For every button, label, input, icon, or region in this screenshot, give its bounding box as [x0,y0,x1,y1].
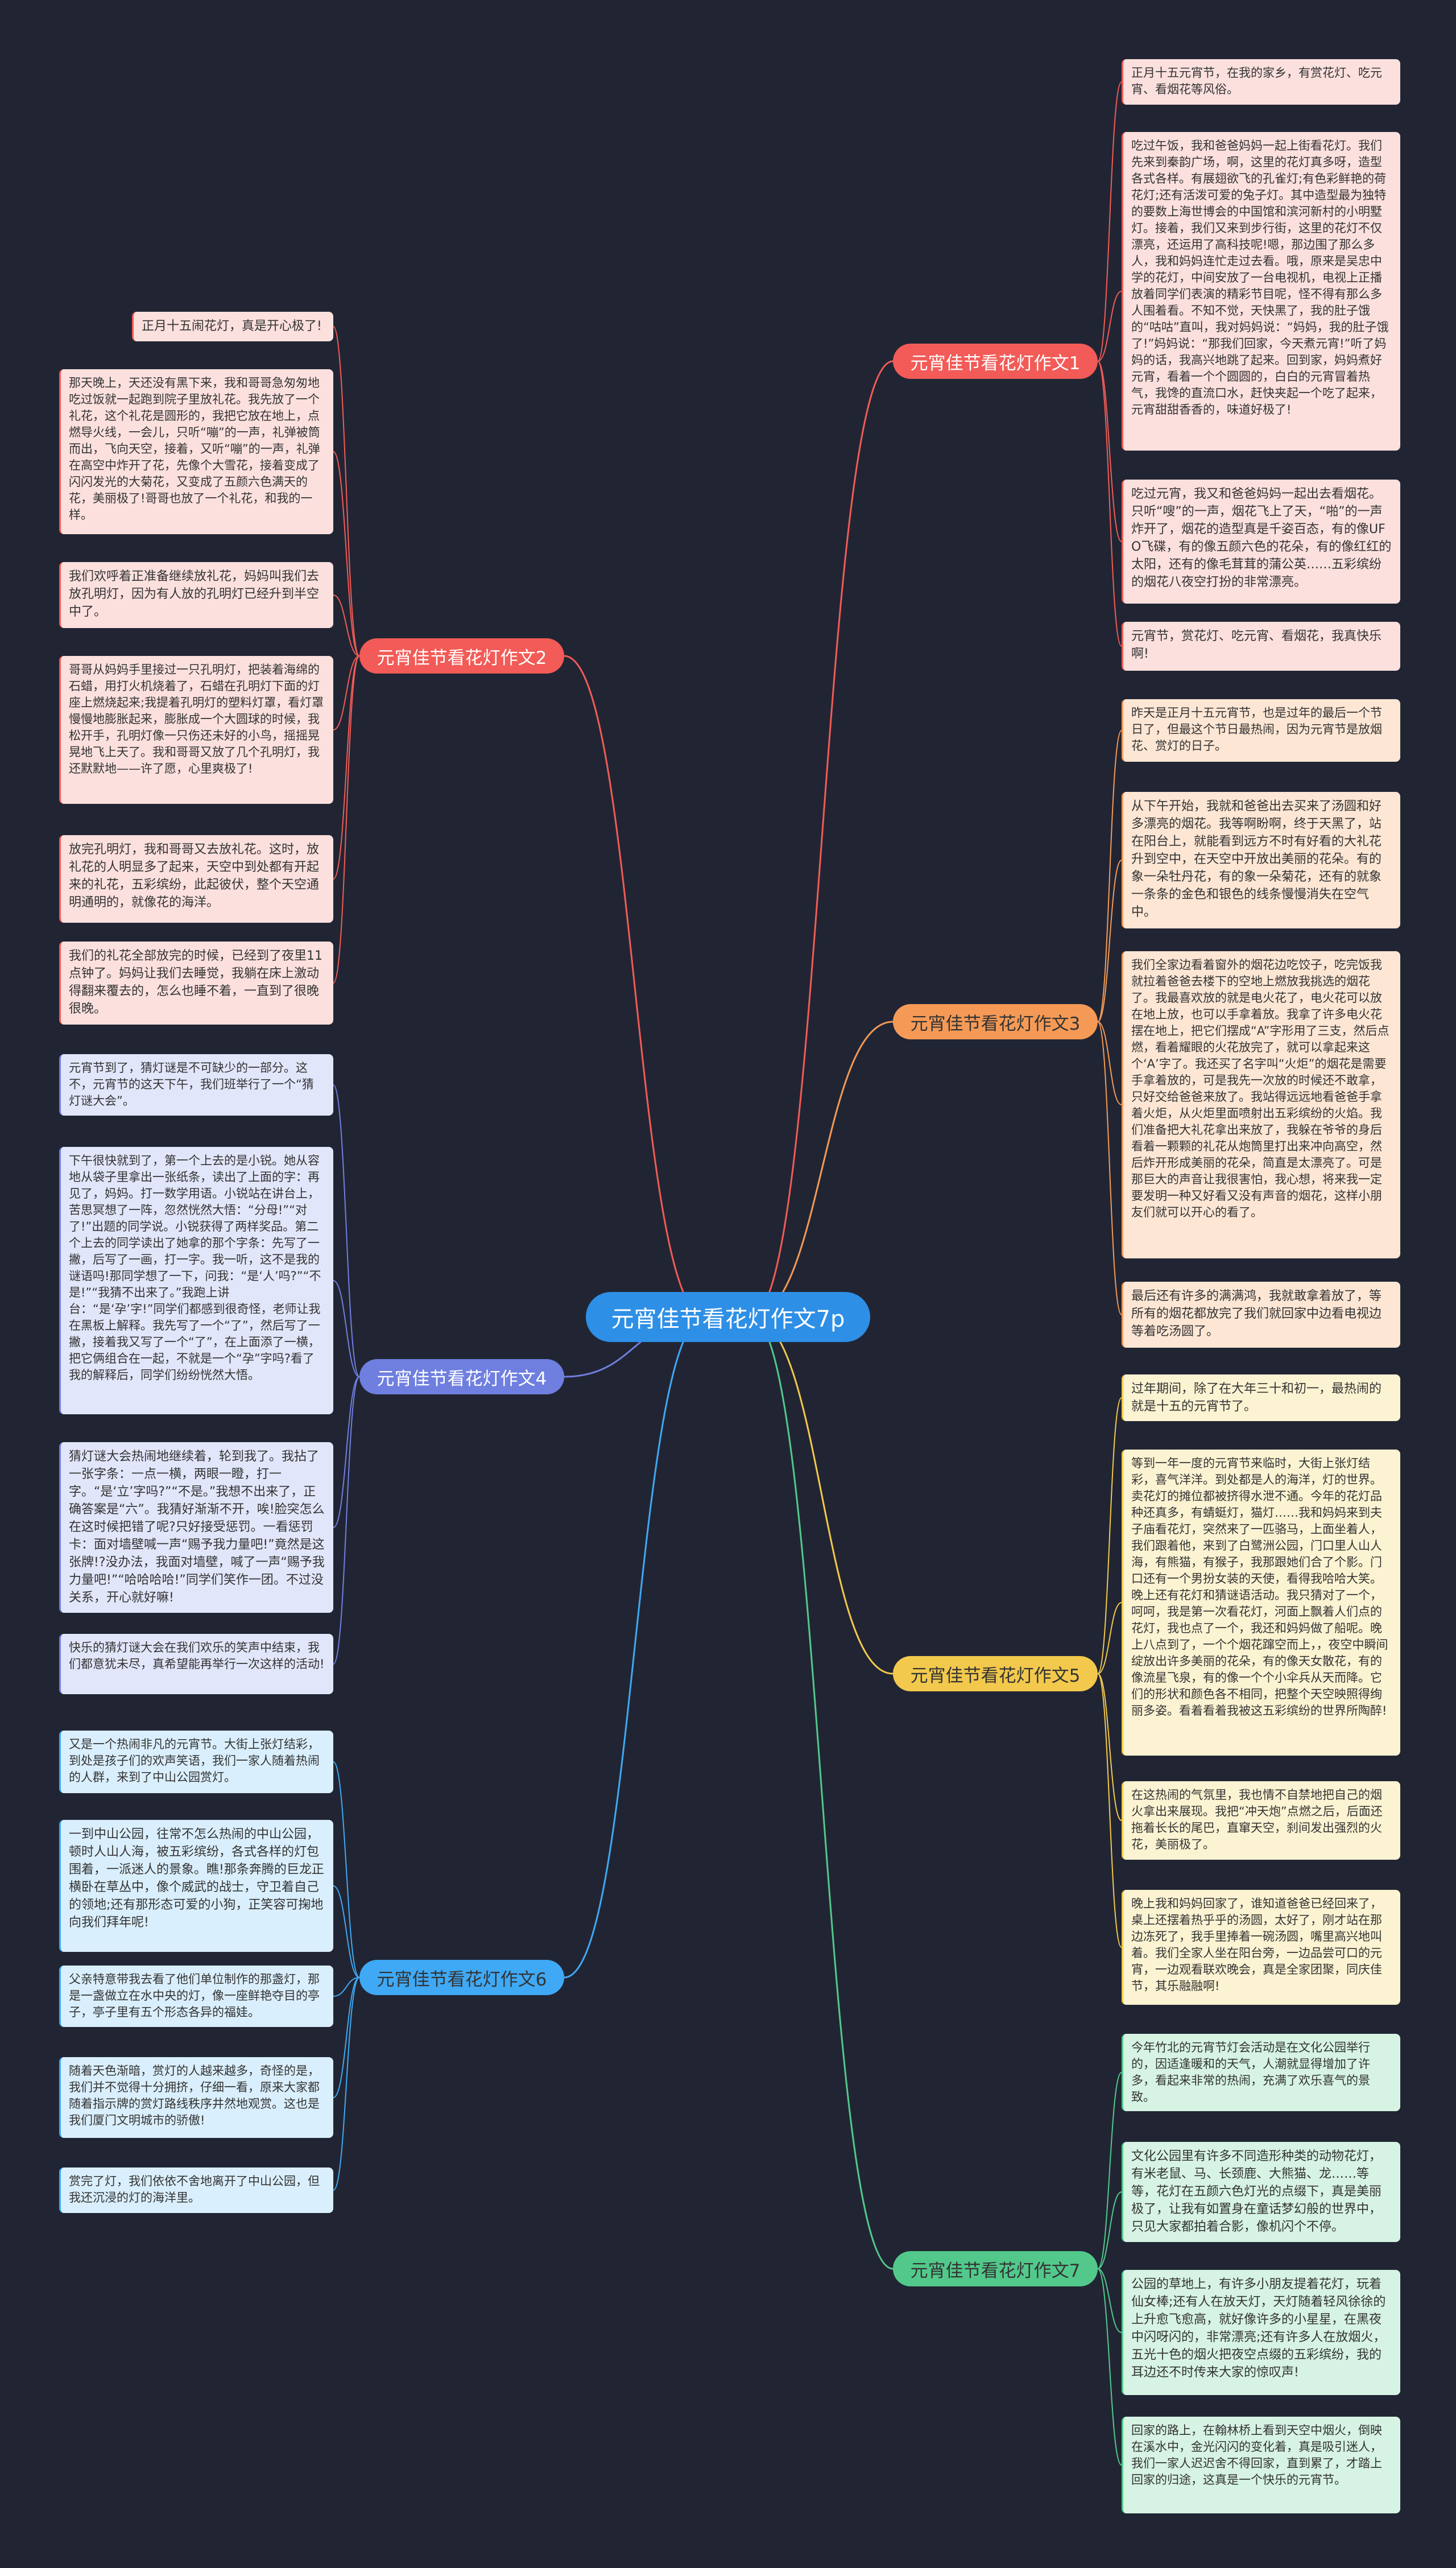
branch-leaf-link-2-6 [333,655,360,984]
leaf-note[interactable]: 最后还有许多的满满鸿，我就敢拿着放了，等所有的烟花都放完了我们就回家中边看电视边… [1122,1282,1400,1348]
branch-leaf-link-6-3 [333,1977,360,1997]
leaf-note[interactable]: 元宵节，赏花灯、吃元宵、看烟花，我真快乐啊! [1122,622,1400,671]
branch-topic-1[interactable]: 元宵佳节看花灯作文1 [893,344,1098,379]
branch-leaf-link-3-2 [1097,860,1122,1022]
leaf-note[interactable]: 我们欢呼着正准备继续放礼花，妈妈叫我们去放孔明灯，因为有人放的孔明灯已经升到半空… [59,562,333,628]
leaf-note[interactable]: 我们的礼花全部放完的时候，已经到了夜里11点钟了。妈妈让我们去睡觉，我躺在床上激… [59,942,333,1025]
leaf-note[interactable]: 快乐的猜灯谜大会在我们欢乐的笑声中结束，我们都意犹未尽，真希望能再举行一次这样的… [59,1634,333,1694]
branch-leaf-link-2-2 [333,451,360,657]
branch-leaf-link-1-2 [1097,291,1122,362]
leaf-note[interactable]: 随着天色渐暗，赏灯的人越来越多，奇怪的是，我们并不觉得十分拥挤，仔细一看，原来大… [59,2057,333,2138]
root-branch-link-6 [564,1316,706,1979]
leaf-note[interactable]: 从下午开始，我就和爸爸出去买来了汤圆和好多漂亮的烟花。我等啊盼啊，终于天黑了，站… [1122,792,1400,928]
branch-leaf-link-5-2 [1097,1602,1122,1674]
leaf-note[interactable]: 晚上我和妈妈回家了，谁知道爸爸已经回来了，桌上还摆着热乎乎的汤圆，太好了，刚才站… [1122,1890,1400,2005]
branch-topic-7[interactable]: 元宵佳节看花灯作文7 [893,2251,1098,2286]
branch-leaf-link-7-4 [1097,2268,1122,2466]
leaf-note[interactable]: 回家的路上，在翰林桥上看到天空中烟火，倒映在溪水中，金光闪闪的变化着，真是吸引迷… [1122,2417,1400,2513]
root-branch-link-2 [564,655,706,1318]
root-branch-link-1 [750,360,894,1318]
branch-topic-4[interactable]: 元宵佳节看花灯作文4 [359,1359,564,1394]
branch-leaf-link-2-4 [333,655,360,730]
branch-leaf-link-7-1 [1097,2072,1122,2269]
leaf-note[interactable]: 一到中山公园，往常不怎么热闹的中山公园，顿时人山人海，被五彩缤纷，各式各样的灯包… [59,1820,333,1952]
leaf-note[interactable]: 今年竹北的元宵节灯会活动是在文化公园举行的，因适逢暖和的天气，人潮就显得增加了许… [1122,2034,1400,2111]
branch-leaf-link-3-1 [1097,730,1122,1022]
branch-leaf-link-5-3 [1097,1673,1122,1821]
leaf-note[interactable]: 猜灯谜大会热闹地继续着，轮到我了。我拈了一张字条：一点一横，两眼一瞪，打一字。“… [59,1442,333,1613]
branch-leaf-link-1-1 [1097,81,1122,362]
branch-leaf-link-1-4 [1097,361,1122,647]
root-branch-link-3 [750,1021,894,1318]
branch-leaf-link-6-1 [333,1761,360,1978]
leaf-note[interactable]: 正月十五闹花灯，真是开心极了! [132,312,333,341]
branch-leaf-link-4-3 [333,1376,360,1528]
leaf-note[interactable]: 吃过元宵，我又和爸爸妈妈一起出去看烟花。只听“嗖”的一声，烟花飞上了天，“啪”的… [1122,480,1400,604]
branch-leaf-link-4-4 [333,1376,360,1665]
leaf-note[interactable]: 元宵节到了，猜灯谜是不可缺少的一部分。这不，元宵节的这天下午，我们班举行了一个“… [59,1054,333,1116]
leaf-note[interactable]: 在这热闹的气氛里，我也情不自禁地把自己的烟火拿出来展现。我把“冲天炮”点燃之后，… [1122,1781,1400,1860]
leaf-note[interactable]: 昨天是正月十五元宵节，也是过年的最后一个节日了，但最这个节日最热闹，因为元宵节是… [1122,699,1400,762]
leaf-note[interactable]: 那天晚上，天还没有黑下来，我和哥哥急匆匆地吃过饭就一起跑到院子里放礼花。我先放了… [59,369,333,534]
branch-leaf-link-2-5 [333,655,360,880]
root-topic[interactable]: 元宵佳节看花灯作文7p [586,1292,870,1342]
branch-leaf-link-4-1 [333,1084,360,1377]
branch-leaf-link-6-5 [333,1977,360,2191]
leaf-note[interactable]: 正月十五元宵节，在我的家乡，有赏花灯、吃元宵、看烟花等风俗。 [1122,59,1400,105]
leaf-note[interactable]: 等到一年一度的元宵节来临时，大街上张灯结彩，喜气洋洋。到处都是人的海洋，灯的世界… [1122,1450,1400,1756]
branch-leaf-link-3-3 [1097,1021,1122,1105]
branch-topic-5[interactable]: 元宵佳节看花灯作文5 [893,1656,1098,1691]
branch-leaf-link-6-2 [333,1885,360,1978]
leaf-note[interactable]: 又是一个热闹非凡的元宵节。大街上张灯结彩，到处是孩子们的欢声笑语，我们一家人随着… [59,1731,333,1793]
branch-leaf-link-2-3 [333,594,360,657]
branch-leaf-link-6-4 [333,1977,360,2098]
leaf-note[interactable]: 过年期间，除了在大年三十和初一，最热闹的就是十五的元宵节了。 [1122,1374,1400,1421]
leaf-note[interactable]: 哥哥从妈妈手里接过一只孔明灯，把装着海绵的石蜡，用打火机烧着了，石蜡在孔明灯下面… [59,656,333,804]
root-branch-link-5 [750,1316,894,1675]
branch-leaf-link-2-1 [333,326,360,657]
branch-topic-3[interactable]: 元宵佳节看花灯作文3 [893,1004,1098,1039]
leaf-note[interactable]: 文化公园里有许多不同造形种类的动物花灯，有米老鼠、马、长颈鹿、大熊猫、龙……等等… [1122,2142,1400,2242]
branch-leaf-link-5-4 [1097,1673,1122,1948]
branch-leaf-link-7-2 [1097,2191,1122,2269]
leaf-note[interactable]: 公园的草地上，有许多小朋友提着花灯，玩着仙女棒;还有人在放天灯，天灯随着轻风徐徐… [1122,2270,1400,2395]
leaf-note[interactable]: 赏完了灯，我们依依不舍地离开了中山公园，但我还沉浸的灯的海洋里。 [59,2167,333,2213]
branch-leaf-link-3-4 [1097,1021,1122,1315]
branch-leaf-link-4-2 [333,1280,360,1377]
branch-leaf-link-1-3 [1097,361,1122,542]
branch-leaf-link-5-1 [1097,1397,1122,1674]
leaf-note[interactable]: 我们全家边看着窗外的烟花边吃饺子，吃完饭我就拉着爸爸去楼下的空地上燃放我挑选的烟… [1122,951,1400,1258]
branch-topic-2[interactable]: 元宵佳节看花灯作文2 [359,638,564,674]
leaf-note[interactable]: 放完孔明灯，我和哥哥又去放礼花。这时，放礼花的人明显多了起来，天空中到处都有开起… [59,835,333,923]
root-branch-link-7 [750,1316,894,2270]
leaf-note[interactable]: 父亲特意带我去看了他们单位制作的那盏灯，那是一盏做立在水中央的灯，像一座鲜艳夺目… [59,1966,333,2027]
leaf-note[interactable]: 吃过午饭，我和爸爸妈妈一起上街看花灯。我们先来到秦韵广场，啊，这里的花灯真多呀，… [1122,132,1400,451]
branch-leaf-link-7-3 [1097,2268,1122,2333]
branch-topic-6[interactable]: 元宵佳节看花灯作文6 [359,1960,564,1995]
leaf-note[interactable]: 下午很快就到了，第一个上去的是小锐。她从容地从袋子里拿出一张纸条，读出了上面的字… [59,1147,333,1414]
